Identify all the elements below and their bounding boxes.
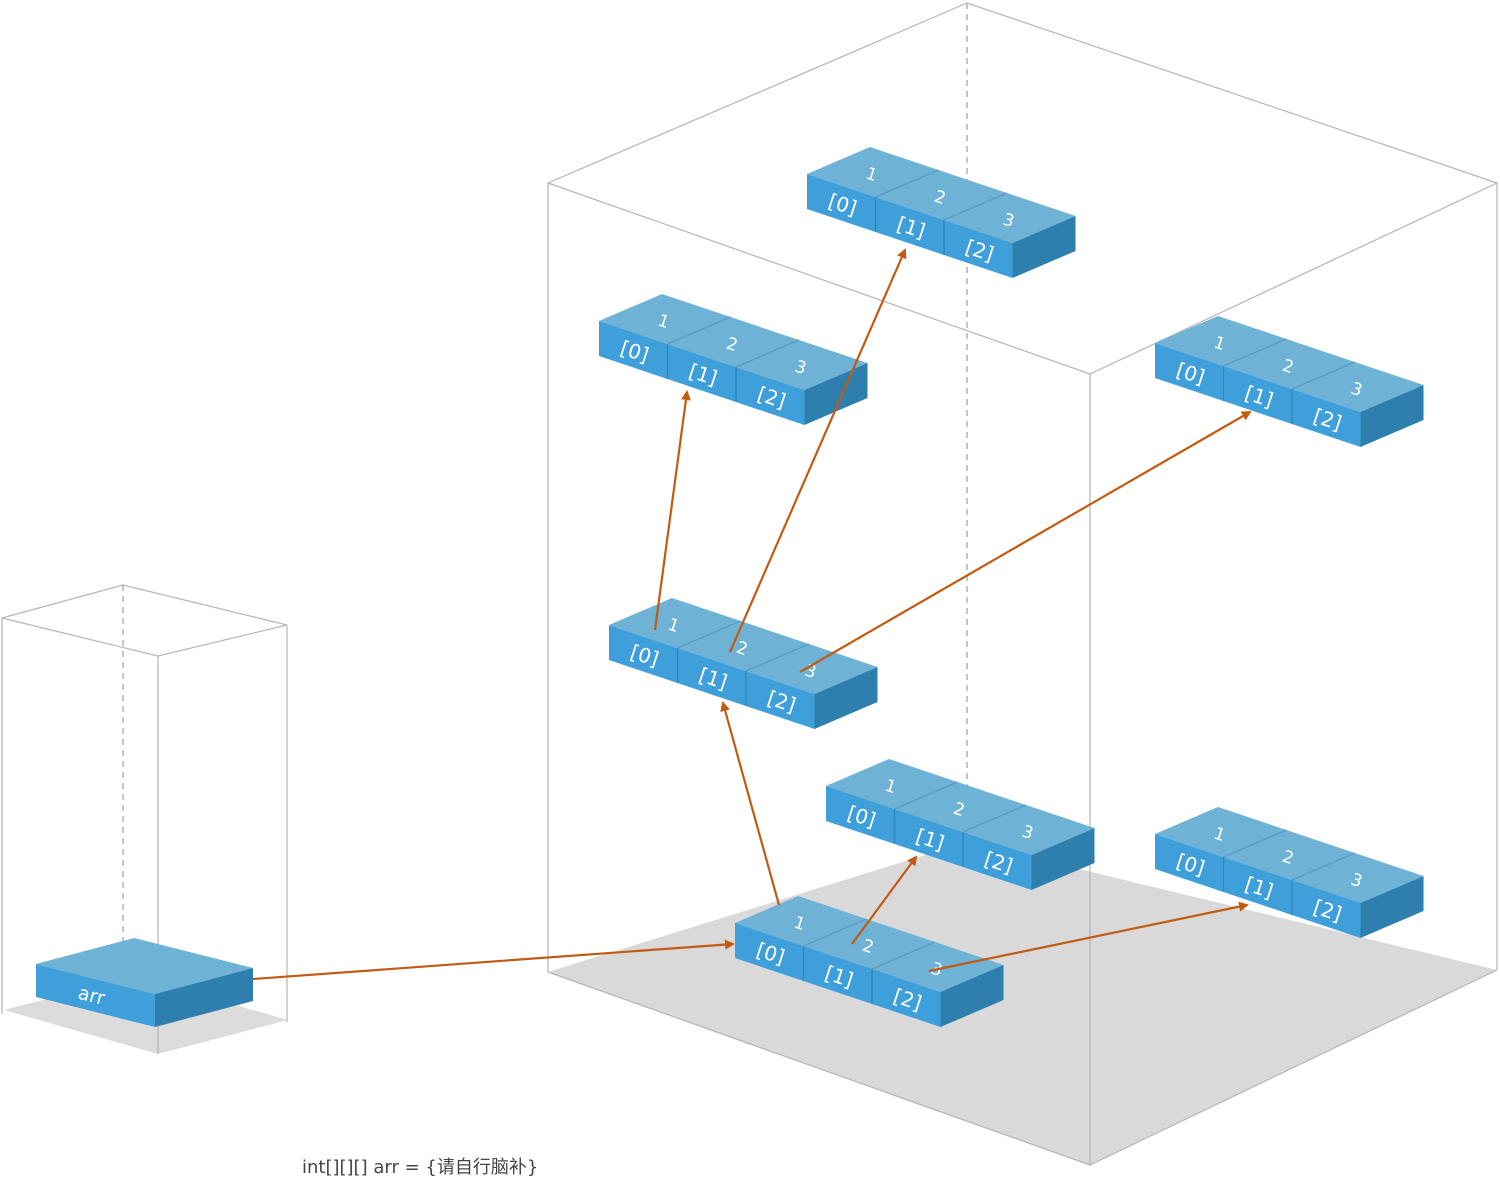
reference-arrow xyxy=(252,939,735,981)
block-side-face xyxy=(1031,828,1095,890)
block-side-face xyxy=(814,667,878,729)
cell-divider xyxy=(1291,852,1356,881)
cell-divider xyxy=(677,620,741,649)
block-top-face xyxy=(1155,316,1424,412)
reference-arrow xyxy=(928,901,1249,973)
arr-block-front xyxy=(36,964,155,1027)
cell-divider xyxy=(745,643,810,672)
block-front-face xyxy=(807,174,1013,278)
heap-box xyxy=(547,2,1499,1166)
arr-block-top xyxy=(36,938,253,994)
block-front-face xyxy=(826,786,1032,890)
top-level-array: [0]1[1]2[2]3 xyxy=(735,896,1004,1027)
block-front-face xyxy=(1155,834,1361,938)
second-array-2: [0]1[1]2[2]3 xyxy=(1155,807,1424,938)
heap-arrays: [0]1[1]2[2]3[0]1[1]2[2]3[0]1[1]2[2]3[0]1… xyxy=(599,147,1424,1027)
block-front-face xyxy=(599,321,805,425)
arr-reference-block: arr xyxy=(36,938,253,1027)
leaf-array-1: [0]1[1]2[2]3 xyxy=(807,147,1076,278)
reference-arrows xyxy=(252,248,1252,981)
second-array-1: [0]1[1]2[2]3 xyxy=(826,759,1095,890)
block-side-face xyxy=(1360,385,1424,447)
block-side-face xyxy=(1360,876,1424,938)
code-caption: int[][][] arr = {请自行脑补} xyxy=(302,1157,538,1178)
cell-divider xyxy=(1291,361,1356,390)
block-front-face xyxy=(609,625,815,729)
arr-block-side xyxy=(155,968,253,1027)
reference-arrow xyxy=(728,248,907,653)
leaf-array-2: [0]1[1]2[2]3 xyxy=(1155,316,1424,447)
block-side-face xyxy=(940,965,1004,1027)
block-top-face xyxy=(599,294,868,390)
block-front-face xyxy=(735,923,941,1027)
block-top-face xyxy=(826,759,1095,855)
block-side-face xyxy=(804,363,868,425)
reference-arrow xyxy=(653,390,691,631)
block-front-face xyxy=(1155,343,1361,447)
cell-divider xyxy=(1223,338,1287,367)
reference-arrow xyxy=(720,701,781,906)
block-top-face xyxy=(609,598,878,694)
reference-arrow xyxy=(851,855,918,945)
cell-divider xyxy=(871,941,936,970)
block-top-face xyxy=(735,896,1004,992)
cell-divider xyxy=(667,316,731,345)
block-side-face xyxy=(1012,216,1076,278)
block-top-face xyxy=(1155,807,1424,903)
cell-divider xyxy=(735,339,800,368)
cell-divider xyxy=(943,192,1008,221)
cell-divider xyxy=(875,169,939,198)
cell-divider xyxy=(1223,829,1287,858)
leaf-array-0: [0]1[1]2[2]3 xyxy=(599,294,868,425)
cell-divider xyxy=(894,781,958,810)
cell-divider xyxy=(962,804,1027,833)
block-top-face xyxy=(807,147,1076,243)
cell-divider xyxy=(803,918,867,947)
second-array-0: [0]1[1]2[2]3 xyxy=(609,598,878,729)
reference-arrow xyxy=(799,410,1252,673)
